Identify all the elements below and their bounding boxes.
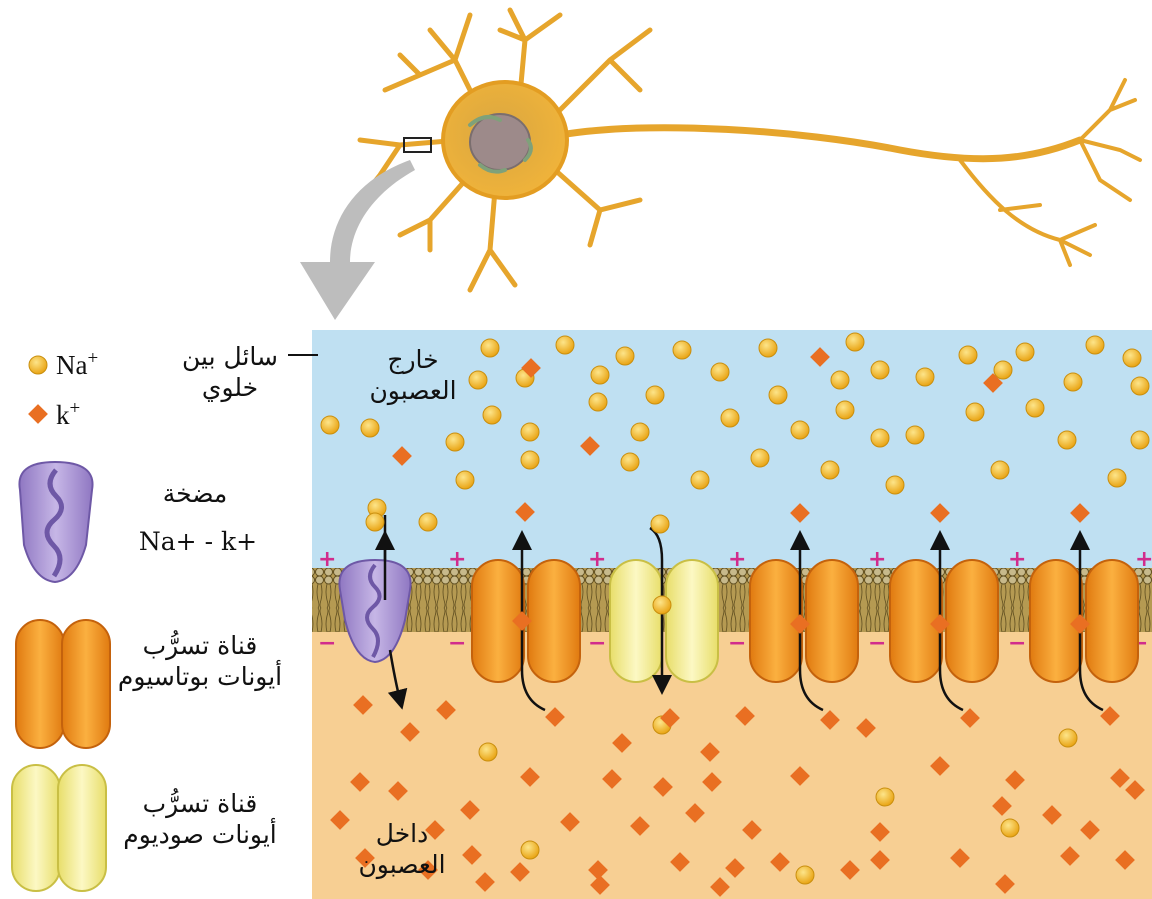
na-ion [481, 339, 499, 357]
na-ion [616, 347, 634, 365]
inside-neuron-label: داخل العصبون [342, 818, 462, 880]
na-ion [589, 393, 607, 411]
na-ion [886, 476, 904, 494]
na-ion [673, 341, 691, 359]
na-ion [1064, 373, 1082, 391]
lipid-bilayer [312, 568, 1152, 632]
na-ion-icon [29, 356, 47, 374]
svg-text:−: − [448, 631, 466, 656]
na-channel-legend-icon [12, 765, 106, 891]
pump-formula: Na+ - k+ [118, 526, 278, 557]
svg-text:−: − [588, 631, 606, 656]
svg-text:+: + [728, 547, 746, 572]
na-ion [1016, 343, 1034, 361]
na-ion [994, 361, 1012, 379]
na-ion [1026, 399, 1044, 417]
na-ion [1086, 336, 1104, 354]
pump-legend-icon [19, 462, 92, 582]
na-ion [959, 346, 977, 364]
na-channel-label: قناة تسرُّب أيونات صوديوم [110, 788, 290, 850]
na-ion [1001, 819, 1019, 837]
pump-label: مضخة [120, 478, 270, 509]
na-ion [361, 419, 379, 437]
na-ion [631, 423, 649, 441]
na-ion [446, 433, 464, 451]
svg-text:−: − [1008, 631, 1026, 656]
na-ion [796, 866, 814, 884]
na-ion [759, 339, 777, 357]
na-ion [871, 361, 889, 379]
na-ion [653, 596, 671, 614]
na-ion [871, 429, 889, 447]
na-ion [836, 401, 854, 419]
na-ion [791, 421, 809, 439]
k-channel-legend-icon [16, 620, 110, 748]
na-ion [966, 403, 984, 421]
svg-text:+: + [1008, 547, 1026, 572]
interstitial-label: سائل بين خلوي [172, 341, 288, 403]
na-ion [646, 386, 664, 404]
na-ion [906, 426, 924, 444]
svg-text:−: − [728, 631, 746, 656]
na-ion [521, 451, 539, 469]
na-ion [1131, 431, 1149, 449]
na-ion [1059, 729, 1077, 747]
svg-text:+: + [448, 547, 466, 572]
k-channel-label: قناة تسرُّب أيونات بوتاسيوم [110, 630, 290, 692]
na-ion [1108, 469, 1126, 487]
na-ion [846, 333, 864, 351]
na-ion [483, 406, 501, 424]
k-ion-icon [28, 404, 48, 424]
na-ion [321, 416, 339, 434]
na-ion [831, 371, 849, 389]
zoom-arrow [300, 160, 415, 320]
na-ion-label: Na+ [56, 348, 98, 381]
svg-text:+: + [1135, 547, 1152, 572]
na-ion [1058, 431, 1076, 449]
na-ion [521, 841, 539, 859]
na-ion [691, 471, 709, 489]
na-ion [456, 471, 474, 489]
na-ion [366, 513, 384, 531]
svg-text:−: − [318, 631, 336, 656]
na-ion [751, 449, 769, 467]
na-ion [591, 366, 609, 384]
na-ion [1131, 377, 1149, 395]
na-ion [721, 409, 739, 427]
na-ion [621, 453, 639, 471]
na-ion [651, 515, 669, 533]
na-ion [1123, 349, 1141, 367]
na-ion [769, 386, 787, 404]
na-ion [556, 336, 574, 354]
na-ion [479, 743, 497, 761]
svg-text:+: + [868, 547, 886, 572]
na-ion [916, 368, 934, 386]
svg-text:−: − [868, 631, 886, 656]
na-ion [711, 363, 729, 381]
na-ion [876, 788, 894, 806]
na-ion [821, 461, 839, 479]
svg-text:+: + [318, 547, 336, 572]
na-ion [419, 513, 437, 531]
svg-text:+: + [588, 547, 606, 572]
na-ion [521, 423, 539, 441]
neuron-illustration [360, 10, 1140, 290]
na-ion [991, 461, 1009, 479]
outside-neuron-label: خارج العصبون [358, 344, 468, 406]
na-ion [469, 371, 487, 389]
k-ion-label: k+ [56, 398, 80, 431]
